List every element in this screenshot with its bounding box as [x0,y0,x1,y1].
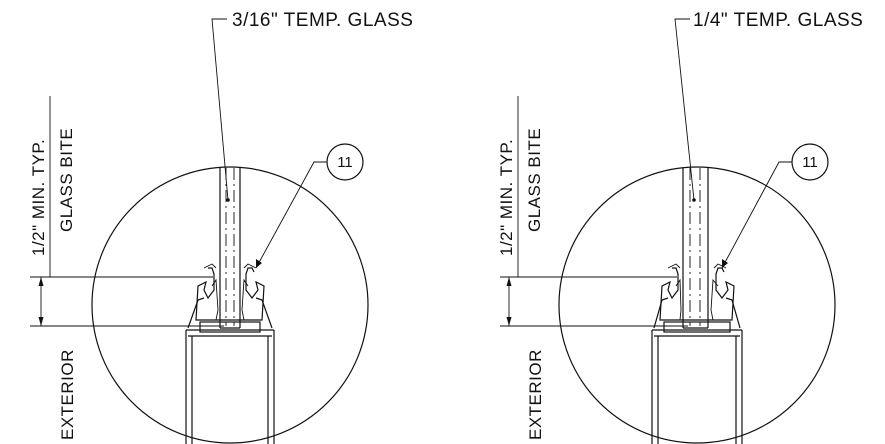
bite-sublabel: GLASS BITE [57,128,76,232]
exterior-label: EXTERIOR [526,349,545,440]
glass-pane [219,168,241,329]
callout-arrowhead [722,259,728,268]
glass-leader [211,18,229,201]
frame-member [651,329,743,444]
callout-leader [721,161,792,269]
glazing-channel [187,263,273,333]
callout-number: 11 [337,154,353,171]
glass-label: 1/4" TEMP. GLASS [693,10,863,31]
glass-leader-dot [226,198,230,202]
bite-sublabel: GLASS BITE [525,128,544,232]
detail-left: 3/16" TEMP. GLASS [29,10,413,444]
frame-member [185,329,275,444]
detail-circle [91,166,369,444]
glass-pane [682,168,709,329]
bite-dimension [500,276,688,327]
glass-leader [674,18,695,201]
exterior-label: EXTERIOR [58,349,77,440]
glass-leader-dot [692,198,696,202]
glass-label: 3/16" TEMP. GLASS [232,10,413,31]
bite-dimension [30,276,224,327]
bite-label: 1/2" MIN. TYP. [497,139,516,256]
bite-label: 1/2" MIN. TYP. [29,139,48,256]
detail-right: 1/4" TEMP. GLASS 11 [497,10,863,444]
glazing-channel [653,263,741,333]
callout-number: 11 [802,154,818,171]
callout-arrowhead [256,259,262,268]
detail-circle [558,166,836,444]
callout-leader [255,161,327,269]
